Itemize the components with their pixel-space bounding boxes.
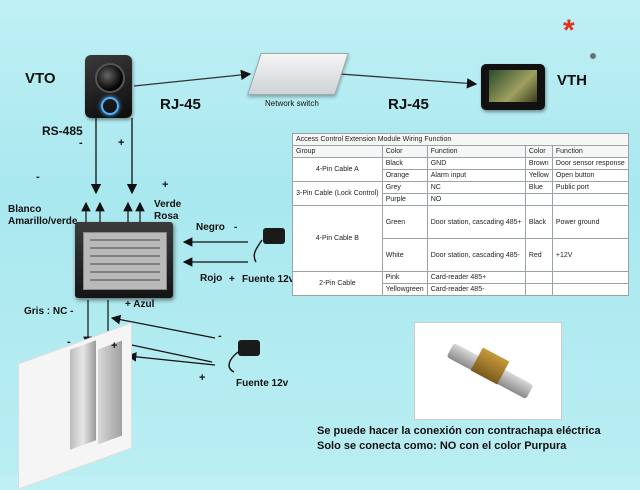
adapter-top-cable xyxy=(253,239,263,263)
adapter-bottom-cable xyxy=(228,351,239,373)
function-cell: Door sensor response xyxy=(551,157,630,170)
verde-label: Verde xyxy=(154,199,182,210)
negro-sign: - xyxy=(234,222,238,233)
color-cell: Purple xyxy=(381,193,428,206)
function-cell: Card-reader 485- xyxy=(426,283,526,296)
rj45-right-label: RJ-45 xyxy=(388,96,429,113)
minus-left: - xyxy=(36,171,40,183)
vto-label: VTO xyxy=(25,70,56,87)
vth-monitor-image xyxy=(481,64,545,110)
color-cell: White xyxy=(381,238,428,272)
fuente-bottom-label: Fuente 12v xyxy=(236,378,289,389)
amarillo-verde-label: Amarillo/verde xyxy=(8,216,78,227)
vto-to-switch-wire xyxy=(133,69,252,87)
electric-strike-image xyxy=(414,322,562,420)
table-title: Access Control Extension Module Wiring F… xyxy=(292,133,629,146)
group-cell: 4-Pin Cable B xyxy=(292,205,383,272)
function-cell: Public port xyxy=(551,181,630,194)
function-cell xyxy=(551,271,630,284)
maglock-plus: + xyxy=(111,340,118,352)
group-cell: 4-Pin Cable A xyxy=(292,157,383,182)
wiring-lines xyxy=(81,69,478,373)
vth-label: VTH xyxy=(557,72,587,89)
function-cell: +12V xyxy=(551,238,630,272)
vto-device-image xyxy=(85,55,132,118)
table-row: 3-Pin Cable (Lock Control) Grey NC Blue … xyxy=(292,181,630,206)
table-row: Yellowgreen Card-reader 485- xyxy=(293,283,630,296)
rs485-plus: + xyxy=(118,137,125,149)
header-color-2: Color xyxy=(524,145,553,158)
function-cell: NC xyxy=(426,181,526,194)
color-cell xyxy=(524,283,553,296)
network-switch-image xyxy=(247,53,349,95)
header-function-2: Function xyxy=(551,145,630,158)
maglock-minus: - xyxy=(67,336,71,348)
adapter-minus: - xyxy=(218,330,222,342)
adapter-plus: + xyxy=(199,372,206,384)
power-adapter-top-image xyxy=(263,228,285,244)
fuente-top-label: Fuente 12v xyxy=(242,274,295,285)
color-cell: Blue xyxy=(524,181,553,194)
color-cell xyxy=(524,271,553,284)
color-cell xyxy=(524,193,553,206)
wiring-function-table: Access Control Extension Module Wiring F… xyxy=(292,133,630,296)
note-line-1: Se puede hacer la conexión con contracha… xyxy=(317,425,601,437)
function-cell: Door station, cascading 485- xyxy=(426,238,526,272)
function-cell: Open button xyxy=(551,169,630,182)
table-row: White Door station, cascading 485- Red +… xyxy=(293,238,630,272)
function-cell: GND xyxy=(426,157,526,170)
switch-to-vth-wire xyxy=(339,73,478,89)
plus-right: + xyxy=(162,179,169,191)
blanco-label: Blanco xyxy=(8,204,42,215)
power-to-maglock-wire-2 xyxy=(126,352,216,366)
rojo-label: Rojo xyxy=(200,273,223,284)
color-cell: Red xyxy=(524,238,553,272)
color-cell: Grey xyxy=(381,181,428,194)
network-switch-label: Network switch xyxy=(265,99,319,108)
dot-icon xyxy=(590,53,596,59)
color-cell: Orange xyxy=(381,169,428,182)
power-to-maglock-wire xyxy=(110,314,216,339)
note-line-2: Solo se conecta como: NO con el color Pu… xyxy=(317,440,567,452)
function-cell: Power ground xyxy=(551,205,630,239)
color-cell: Yellowgreen xyxy=(381,283,428,296)
table-row: 4-Pin Cable B Green Door station, cascad… xyxy=(292,205,630,272)
function-cell: Door station, cascading 485+ xyxy=(426,205,526,239)
call-button-icon xyxy=(101,97,119,115)
group-cell: 2-Pin Cable xyxy=(292,271,383,296)
function-cell: Alarm input xyxy=(426,169,526,182)
color-cell: Black xyxy=(524,205,553,239)
function-cell xyxy=(551,193,630,206)
color-cell: Black xyxy=(381,157,428,170)
function-cell: Card-reader 485+ xyxy=(426,271,526,284)
group-cell: 3-Pin Cable (Lock Control) xyxy=(292,181,383,206)
gris-nc-label: Gris : NC - xyxy=(24,306,74,317)
color-cell: Yellow xyxy=(524,169,553,182)
header-function: Function xyxy=(426,145,526,158)
table-row: 2-Pin Cable Pink Card-reader 485+ xyxy=(292,271,630,296)
camera-icon xyxy=(95,63,125,93)
maglock-body xyxy=(70,340,96,450)
header-color: Color xyxy=(381,145,428,158)
function-cell: NO xyxy=(426,193,526,206)
power-adapter-bottom-image xyxy=(238,340,260,356)
color-cell: Brown xyxy=(524,157,553,170)
access-control-module-image xyxy=(75,222,173,298)
color-cell: Pink xyxy=(381,271,428,284)
azul-label: + Azul xyxy=(125,299,155,310)
table-row: 4-Pin Cable A Black GND Brown Door senso… xyxy=(292,157,630,182)
rj45-left-label: RJ-45 xyxy=(160,96,201,113)
asterisk-icon: * xyxy=(563,14,575,47)
rojo-sign: + xyxy=(229,274,235,285)
table-header-row: Group Color Function Color Function xyxy=(292,145,630,158)
header-group: Group xyxy=(292,145,383,158)
negro-label: Negro xyxy=(196,222,225,233)
color-cell: Green xyxy=(381,205,428,239)
table-title-row: Access Control Extension Module Wiring F… xyxy=(292,133,629,146)
function-cell xyxy=(551,283,630,296)
rosa-label: Rosa xyxy=(154,211,179,222)
rs485-label: RS-485 xyxy=(42,124,83,138)
rs485-minus: - xyxy=(79,137,83,149)
maglock-armature xyxy=(98,340,122,445)
